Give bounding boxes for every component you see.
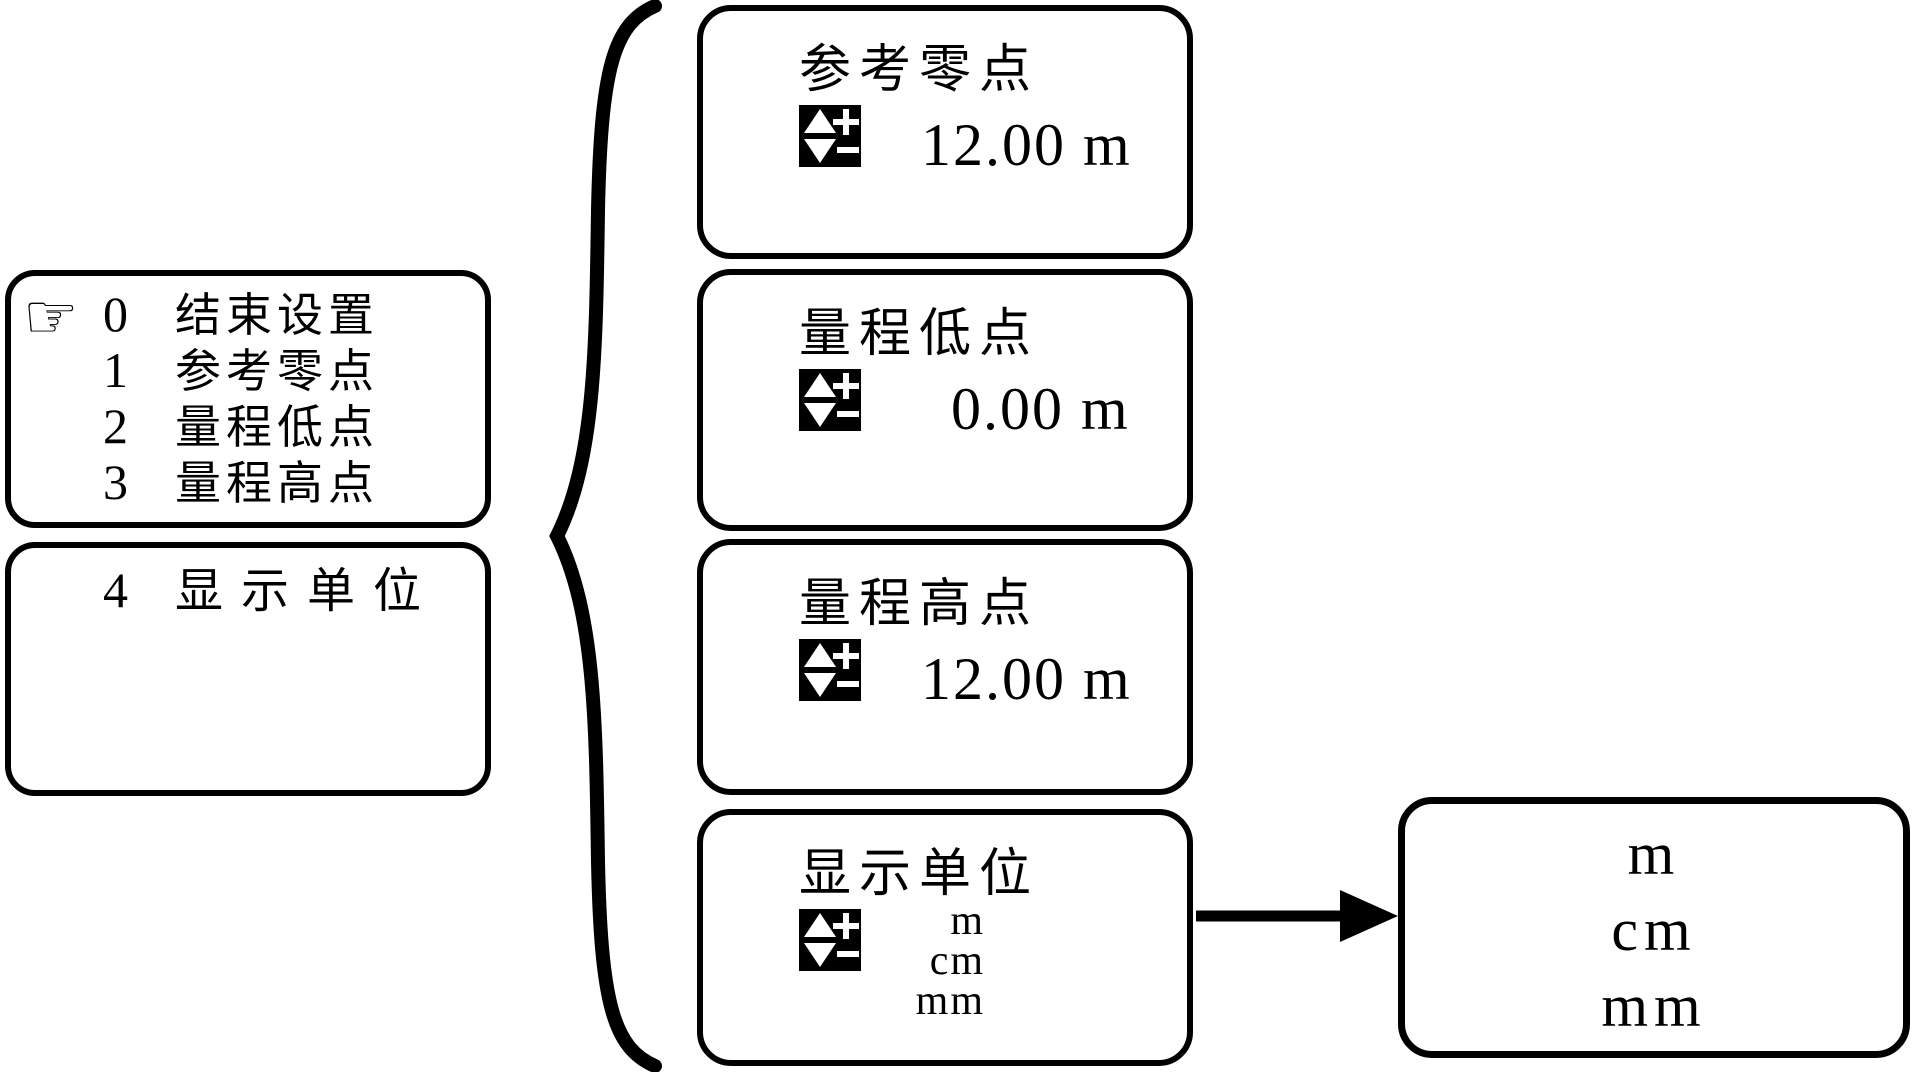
panel-range-high: 量程高点 12.00 m	[697, 539, 1193, 795]
menu-item-number: 4	[103, 562, 128, 618]
panel-title: 量程高点	[799, 576, 1040, 633]
up-down-adjust-icon	[799, 105, 861, 167]
panel-title: 量程低点	[799, 306, 1040, 363]
up-down-adjust-icon	[799, 909, 861, 971]
panel-value: 0.00 m	[951, 376, 1130, 442]
menu-item-number: 0	[103, 286, 128, 342]
menu-item-label: 量程低点	[175, 402, 379, 453]
menu-item-0: 0 结束设置	[11, 286, 485, 342]
menu-item-label: 显示单位	[175, 565, 440, 618]
menu-item-label: 量程高点	[175, 458, 379, 509]
unit-option-list: m cm mm	[799, 898, 985, 1024]
up-down-adjust-icon	[799, 369, 861, 431]
up-down-adjust-icon	[799, 639, 861, 701]
unit-option: m	[950, 898, 985, 944]
unit-option: mm	[1601, 973, 1707, 1039]
panel-range-low: 量程低点 0.00 m	[697, 269, 1193, 531]
menu-item-3: 3 量程高点	[11, 454, 485, 510]
unit-option: mm	[915, 978, 985, 1024]
menu-item-number: 3	[103, 454, 128, 510]
panel-value: 12.00 m	[921, 646, 1132, 712]
menu-box-main: ☞ 0 结束设置 1 参考零点 2 量程低点 3 量程高点	[5, 270, 491, 528]
curly-brace	[549, 0, 662, 1072]
menu-list: 0 结束设置 1 参考零点 2 量程低点 3 量程高点	[11, 286, 485, 510]
unit-options-box: m cm mm	[1398, 797, 1910, 1058]
panel-reference-zero: 参考零点 12.00 m	[697, 5, 1193, 259]
panel-title: 显示单位	[799, 846, 1040, 903]
menu-list: 4 显示单位	[11, 562, 485, 618]
menu-item-2: 2 量程低点	[11, 398, 485, 454]
menu-item-label: 参考零点	[175, 346, 379, 397]
unit-option: cm	[1611, 897, 1697, 963]
menu-item-1: 1 参考零点	[11, 342, 485, 398]
panel-value: 12.00 m	[921, 112, 1132, 178]
menu-item-number: 1	[103, 342, 128, 398]
unit-option-list: m cm mm	[1405, 816, 1903, 1044]
menu-item-4: 4 显示单位	[11, 562, 485, 618]
menu-item-label: 结束设置	[175, 290, 379, 341]
pointing-hand-icon: ☞	[23, 280, 79, 353]
unit-option: cm	[929, 938, 985, 984]
unit-option: m	[1627, 821, 1681, 887]
menu-box-secondary: 4 显示单位	[5, 542, 491, 796]
flow-arrow	[1196, 890, 1398, 942]
panel-title: 参考零点	[799, 42, 1040, 99]
menu-item-number: 2	[103, 398, 128, 454]
panel-display-unit: 显示单位 m cm mm	[697, 809, 1193, 1066]
